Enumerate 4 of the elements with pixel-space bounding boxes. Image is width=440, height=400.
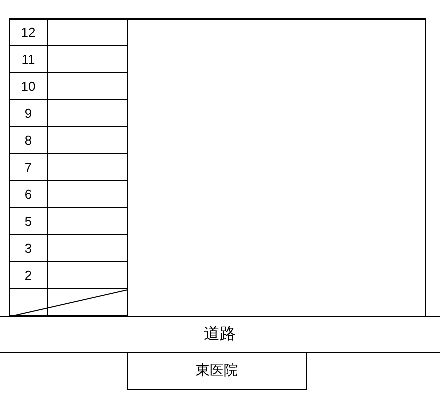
parking-space xyxy=(47,288,128,316)
hospital-box: 東医院 xyxy=(127,352,307,390)
road-band: 道路 xyxy=(0,316,440,353)
building-outline xyxy=(9,18,426,317)
